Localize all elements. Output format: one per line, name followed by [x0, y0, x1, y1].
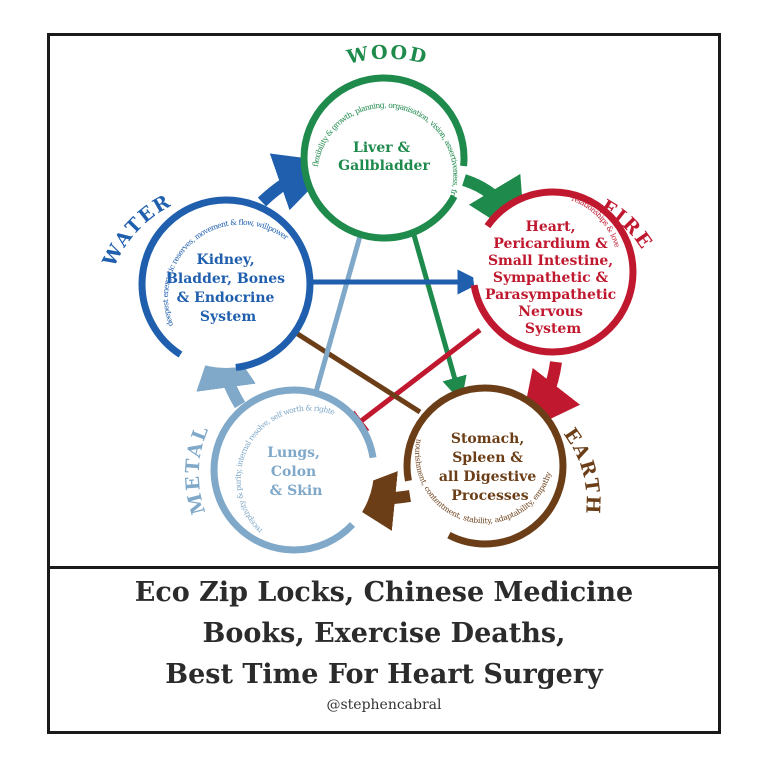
- caption: Eco Zip Locks, Chinese Medicine Books, E…: [50, 572, 718, 715]
- earth-to-metal-arrow: [335, 471, 411, 531]
- metal-organ-line-3: & Skin: [270, 483, 323, 499]
- metal-organ-line-2: Colon: [271, 464, 316, 480]
- metal-label: METAL: [182, 422, 214, 517]
- fire-organ-line-1: Heart,: [526, 219, 576, 235]
- fire-organ-line-2: Pericardium &: [493, 236, 608, 252]
- svg-text:Heart, Pericardium &: Heart, Pericardium & Small Intestine, Sy…: [485, 219, 621, 337]
- author-handle: @stephencabral: [326, 697, 442, 713]
- metal-organ-line-1: Lungs,: [267, 445, 320, 461]
- fire-to-earth-arrow: [519, 361, 581, 434]
- svg-text:Liver & Gallbladder: Liver & Gallbladder: [338, 140, 430, 174]
- water-to-wood-arrow: [257, 153, 337, 211]
- water-organ-line-2: Bladder, Bones: [166, 271, 285, 287]
- svg-text:Kidney, Bladder, Bones: Kidney, Bladder, Bones & Endocrine Syste…: [166, 252, 290, 325]
- fire-organ-line-4: Sympathetic &: [493, 270, 609, 286]
- earth-organ-line-2: Spleen &: [452, 450, 523, 466]
- fire-organ-line-7: System: [525, 321, 582, 337]
- five-elements-diagram: flexibility & growth, planning, organisa…: [0, 0, 655, 554]
- wood-organ-line-2: Gallbladder: [338, 158, 430, 174]
- earth-to-water-arrow: [271, 317, 422, 415]
- earth-organ-line-4: Processes: [451, 488, 528, 504]
- caption-line-2: Books, Exercise Deaths,: [202, 618, 566, 649]
- metal-to-wood-arrow: [313, 209, 373, 393]
- svg-text:Lungs, Colon & Ski: Lungs, Colon & Skin: [267, 445, 325, 499]
- wood-to-earth-arrow: [409, 227, 467, 403]
- fire-to-metal-arrow: [342, 328, 482, 436]
- fire-organ-line-5: Parasympathetic: [485, 287, 616, 303]
- fire-organ-line-3: Small Intestine,: [488, 253, 613, 269]
- earth-organ-line-1: Stomach,: [451, 431, 524, 447]
- fire-organ-line-6: Nervous: [518, 304, 583, 320]
- caption-line-1: Eco Zip Locks, Chinese Medicine: [134, 577, 634, 608]
- water-organ-line-3: & Endocrine: [177, 290, 275, 306]
- wood-label: WOOD: [344, 41, 430, 68]
- earth-organ-line-3: all Digestive: [439, 469, 537, 485]
- water-organ-line-1: Kidney,: [197, 252, 255, 268]
- svg-text:Stomach, Spleen &: Stomach, Spleen & all Digestive Processe…: [439, 431, 541, 504]
- wood-organ-line-1: Liver &: [353, 140, 410, 156]
- water-organ-line-4: System: [200, 309, 257, 325]
- water-node: deepest energetic reserves, movement & f…: [0, 4, 314, 372]
- caption-divider: [47, 566, 721, 569]
- caption-line-3: Best Time For Heart Surgery: [165, 659, 603, 690]
